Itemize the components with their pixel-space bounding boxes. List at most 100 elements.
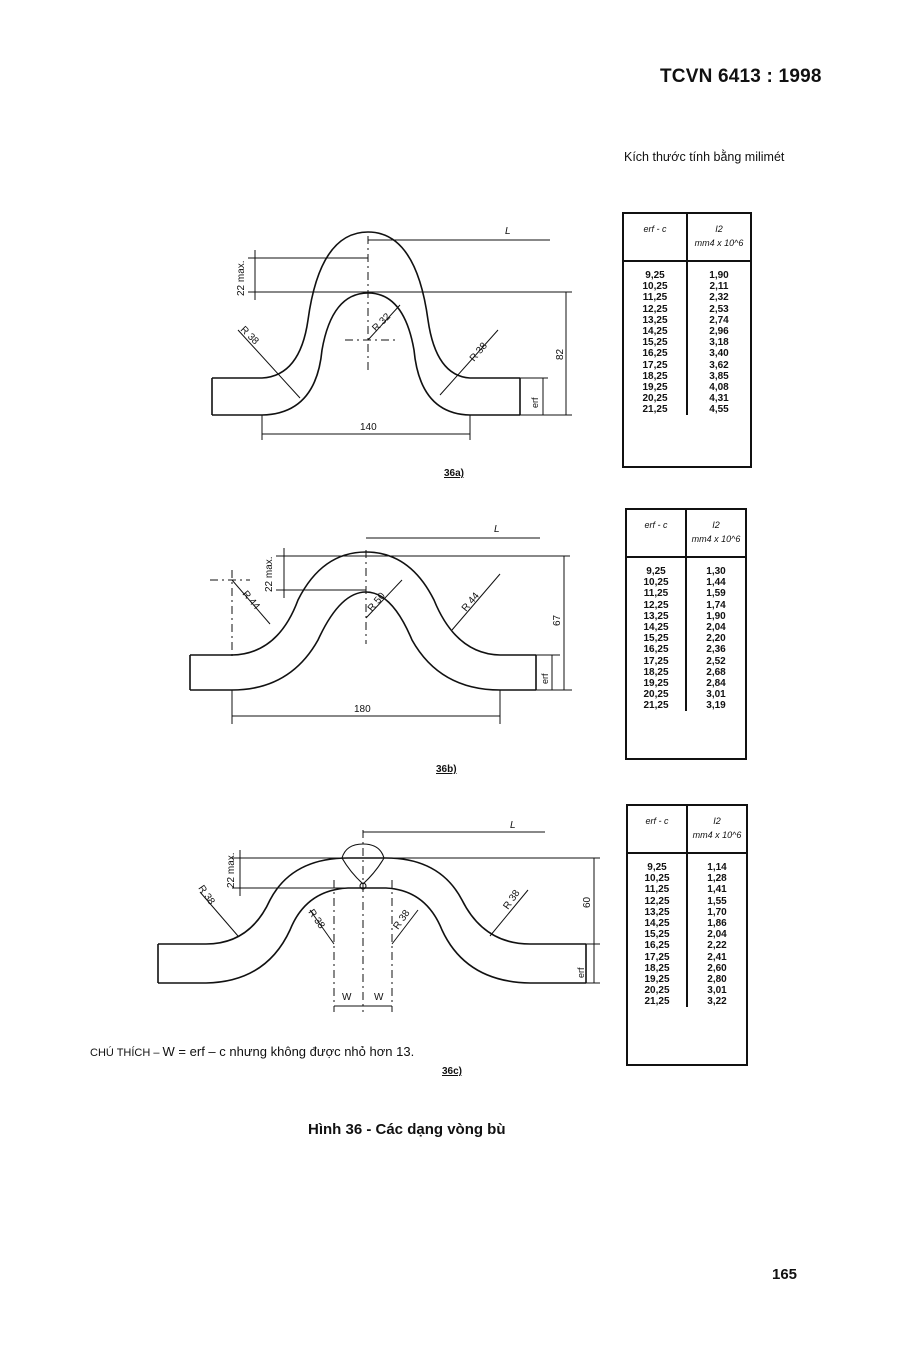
fig-b-L: L xyxy=(494,524,500,535)
table-cell: 2,41 xyxy=(707,951,727,963)
table-cell: 11,25 xyxy=(643,588,669,600)
table-cell: 15,25 xyxy=(642,337,668,349)
table-cell: 3,01 xyxy=(707,985,727,997)
table-cell: 1,14 xyxy=(707,862,727,873)
table-cell: 1,30 xyxy=(706,566,726,577)
table-cell: 1,55 xyxy=(707,895,727,907)
table-cell: 2,53 xyxy=(709,303,729,315)
table-cell: 17,25 xyxy=(643,655,669,667)
fig-c-w1: W xyxy=(342,992,352,1003)
table-cell: 2,11 xyxy=(709,281,729,293)
table-cell: 21,25 xyxy=(642,404,668,416)
table-cell: 15,25 xyxy=(644,929,670,941)
table-cell: 20,25 xyxy=(643,689,669,701)
table-cell: 16,25 xyxy=(643,644,669,656)
table-cell: 16,25 xyxy=(644,940,670,952)
table-cell: 3,01 xyxy=(706,689,726,701)
table-cell: 2,52 xyxy=(706,655,726,667)
table-cell: 14,25 xyxy=(642,325,668,337)
table-cell: 2,84 xyxy=(706,677,726,689)
table-cell: 2,36 xyxy=(706,644,726,656)
fig-c-erf: erf xyxy=(576,967,586,978)
figure-caption: Hình 36 - Các dạng vòng bù xyxy=(308,1121,506,1138)
table-cell: 3,22 xyxy=(707,996,727,1008)
table-cell: 1,86 xyxy=(707,917,727,929)
table-cell: 12,25 xyxy=(643,599,669,611)
table-cell: 3,85 xyxy=(709,370,729,382)
fig-a-erf: erf xyxy=(530,397,540,408)
table-cell: 1,70 xyxy=(707,906,727,918)
table-cell: 2,74 xyxy=(709,314,729,326)
fig-b-erf: erf xyxy=(540,673,550,684)
table-cell: 9,25 xyxy=(646,566,666,577)
table-cell: 11,25 xyxy=(642,292,668,304)
table-cell: 12,25 xyxy=(642,303,668,315)
table-cell: 1,44 xyxy=(706,577,726,589)
fig-c-r-left: R 38 xyxy=(196,883,217,907)
table-cell: 13,25 xyxy=(644,906,670,918)
table-cell: 12,25 xyxy=(644,895,670,907)
fig-c-r-in1: R 38 xyxy=(306,907,327,931)
table-cell: 15,25 xyxy=(643,633,669,645)
table-cell: 13,25 xyxy=(643,610,669,622)
fig-c-label: 36c) xyxy=(442,1066,462,1077)
table-cell: 3,19 xyxy=(706,700,726,712)
table-cell: 1,41 xyxy=(707,884,727,896)
table-cell: 19,25 xyxy=(642,381,668,393)
table-cell: 4,08 xyxy=(709,381,729,393)
table-cell: 21,25 xyxy=(644,996,670,1008)
table-cell: 4,55 xyxy=(709,404,729,416)
table-c-col1-header: erf - c xyxy=(628,806,688,852)
table-cell: 21,25 xyxy=(643,700,669,712)
page-number: 165 xyxy=(772,1266,798,1283)
fig-c-max: 22 max. xyxy=(226,852,237,888)
table-cell: 10,25 xyxy=(642,281,668,293)
note-text: W = erf – c nhưng không được nhỏ hơn 13. xyxy=(162,1044,415,1059)
note-prefix: CHÚ THÍCH – xyxy=(90,1047,160,1059)
table-cell: 3,18 xyxy=(709,337,729,349)
fig-a-label: 36a) xyxy=(444,468,464,479)
table-cell: 1,59 xyxy=(706,588,726,600)
table-a-col2-header: I2 mm4 x 10^6 xyxy=(694,224,744,248)
table-cell: 14,25 xyxy=(644,917,670,929)
fig-a-width: 140 xyxy=(360,422,377,433)
table-cell: 3,40 xyxy=(709,348,729,360)
table-cell: 4,31 xyxy=(709,393,729,405)
fig-b-width: 180 xyxy=(354,704,371,715)
fig-a-max: 22 max. xyxy=(236,260,247,296)
table-cell: 14,25 xyxy=(643,621,669,633)
table-cell: 11,25 xyxy=(644,884,670,896)
table-cell: 17,25 xyxy=(642,359,668,371)
table-cell: 2,04 xyxy=(706,621,726,633)
table-b-col1-header: erf - c xyxy=(627,510,687,556)
table-cell: 9,25 xyxy=(645,270,665,281)
fig-b-height: 67 xyxy=(552,614,563,626)
fig-c-height: 60 xyxy=(582,896,593,908)
fig-c-w2: W xyxy=(374,992,384,1003)
table-cell: 1,28 xyxy=(707,873,727,885)
table-cell: 20,25 xyxy=(644,985,670,997)
table-cell: 18,25 xyxy=(642,370,668,382)
table-cell: 16,25 xyxy=(642,348,668,360)
table-cell: 18,25 xyxy=(644,962,670,974)
table-cell: 3,62 xyxy=(709,359,729,371)
table-cell: 1,90 xyxy=(706,610,726,622)
table-b-col2-header: I2 mm4 x 10^6 xyxy=(691,520,741,544)
fig-a-height: 82 xyxy=(555,348,566,360)
table-cell: 19,25 xyxy=(643,677,669,689)
table-cell: 19,25 xyxy=(644,973,670,985)
table-cell: 2,96 xyxy=(709,325,729,337)
units-note: Kích thước tính bằng milimét xyxy=(624,150,785,164)
table-a-col1-header: erf - c xyxy=(624,214,688,260)
note: CHÚ THÍCH – W = erf – c nhưng không được… xyxy=(90,1044,414,1059)
fig-c-r-in2: R 38 xyxy=(391,908,412,932)
